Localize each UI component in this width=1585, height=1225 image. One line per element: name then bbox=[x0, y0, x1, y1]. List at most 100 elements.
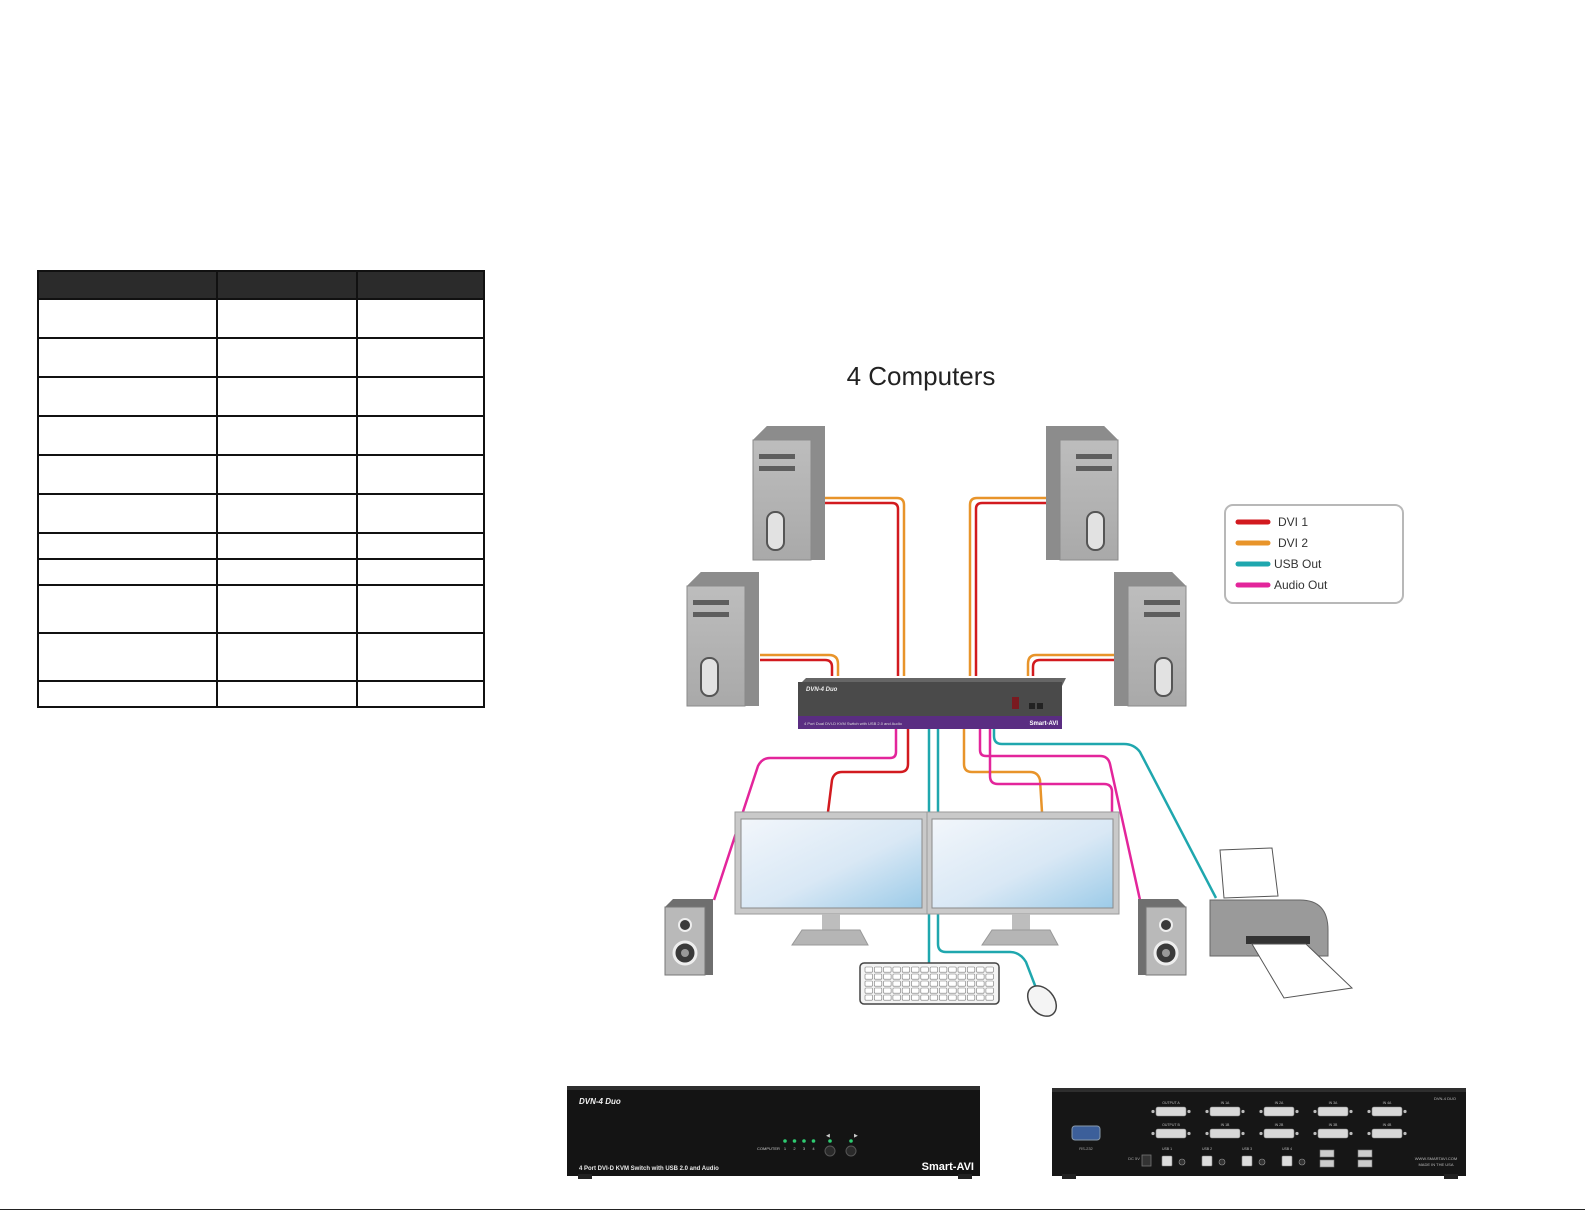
keyboard-key bbox=[958, 981, 966, 986]
keyboard-key bbox=[884, 995, 892, 1000]
usb-a-port-icon bbox=[1358, 1150, 1372, 1157]
keyboard-key bbox=[912, 967, 920, 972]
screw-icon bbox=[1259, 1110, 1262, 1113]
screw-icon bbox=[1259, 1132, 1262, 1135]
legend: DVI 1DVI 2USB OutAudio Out bbox=[1225, 505, 1403, 603]
front-model-label: DVN-4 Duo bbox=[579, 1097, 621, 1106]
dvi2-cable bbox=[964, 728, 1042, 812]
keyboard-key bbox=[874, 988, 882, 993]
keyboard-key bbox=[902, 967, 910, 972]
status-led bbox=[849, 1139, 853, 1143]
keyboard-key bbox=[865, 988, 873, 993]
dvi1-cable bbox=[825, 503, 898, 676]
screw-icon bbox=[1241, 1132, 1244, 1135]
keyboard-key bbox=[986, 981, 994, 986]
keyboard-key bbox=[977, 981, 985, 986]
dvi1-cable bbox=[976, 503, 1049, 676]
port-label: IN 2A bbox=[1275, 1101, 1284, 1105]
usb-a-port-icon bbox=[1358, 1160, 1372, 1167]
screw-icon bbox=[1205, 1132, 1208, 1135]
keyboard-key bbox=[977, 974, 985, 979]
screw-icon bbox=[1187, 1132, 1190, 1135]
screw-icon bbox=[1205, 1110, 1208, 1113]
printer-icon bbox=[1210, 848, 1352, 998]
screw-icon bbox=[1349, 1110, 1352, 1113]
screw-icon bbox=[1295, 1132, 1298, 1135]
dvi-port-icon bbox=[1156, 1129, 1186, 1138]
keyboard-key bbox=[967, 967, 975, 972]
keyboard-key bbox=[930, 974, 938, 979]
dvi2-cable bbox=[1028, 655, 1115, 676]
audio-jack-icon bbox=[1259, 1159, 1265, 1165]
keyboard-key bbox=[893, 967, 901, 972]
keyboard-key bbox=[921, 988, 929, 993]
legend-label: DVI 1 bbox=[1278, 515, 1308, 529]
keyboard-key bbox=[902, 981, 910, 986]
computer-tower-icon bbox=[1046, 426, 1118, 560]
legend-label: USB Out bbox=[1274, 557, 1322, 571]
dvi2-cable bbox=[825, 498, 904, 676]
dvi-port-icon bbox=[1210, 1107, 1240, 1116]
dvi1-cable bbox=[760, 660, 832, 676]
keyboard-key bbox=[986, 974, 994, 979]
next-button bbox=[846, 1146, 856, 1156]
switch-brand: Smart-AVI bbox=[1029, 721, 1058, 727]
computer-tower-icon bbox=[687, 572, 759, 706]
screw-icon bbox=[1313, 1110, 1316, 1113]
keyboard-key bbox=[902, 974, 910, 979]
keyboard-key bbox=[949, 988, 957, 993]
port-label: OUTPUT B bbox=[1162, 1123, 1180, 1127]
usb-b-port-icon bbox=[1202, 1156, 1212, 1166]
keyboard-key bbox=[967, 995, 975, 1000]
keyboard-key bbox=[939, 974, 947, 979]
port-label: IN 3B bbox=[1329, 1123, 1338, 1127]
keyboard-key bbox=[977, 988, 985, 993]
usb-b-port-icon bbox=[1242, 1156, 1252, 1166]
legend-label: DVI 2 bbox=[1278, 536, 1308, 550]
port-label: USB 4 bbox=[1282, 1147, 1292, 1151]
rear-website: WWW.SMARTAVI.COM bbox=[1415, 1156, 1457, 1161]
keyboard-key bbox=[884, 981, 892, 986]
keyboard-key bbox=[884, 967, 892, 972]
keyboard-key bbox=[930, 988, 938, 993]
keyboard-key bbox=[902, 995, 910, 1000]
port-led bbox=[783, 1139, 787, 1143]
keyboard-key bbox=[912, 981, 920, 986]
screw-icon bbox=[1349, 1132, 1352, 1135]
keyboard-key bbox=[939, 981, 947, 986]
port-label: USB 2 bbox=[1202, 1147, 1212, 1151]
port-label: IN 4B bbox=[1383, 1123, 1392, 1127]
keyboard-key bbox=[884, 974, 892, 979]
port-label: IN 2B bbox=[1275, 1123, 1284, 1127]
keyboard-key bbox=[967, 988, 975, 993]
monitor-left bbox=[735, 812, 927, 945]
front-caption: 4 Port DVI-D KVM Switch with USB 2.0 and… bbox=[579, 1166, 719, 1172]
keyboard-key bbox=[921, 967, 929, 972]
port-led bbox=[812, 1139, 816, 1143]
keyboard-key bbox=[986, 967, 994, 972]
dvi-port-icon bbox=[1210, 1129, 1240, 1138]
keyboard-key bbox=[930, 967, 938, 972]
keyboard-key bbox=[912, 995, 920, 1000]
page-bottom-rule bbox=[0, 1209, 1585, 1210]
keyboard-key bbox=[893, 981, 901, 986]
audio-jack-icon bbox=[1219, 1159, 1225, 1165]
rear-made-in: MADE IN THE USA bbox=[1418, 1162, 1453, 1167]
screw-icon bbox=[1313, 1132, 1316, 1135]
usb-a-port-icon bbox=[1320, 1150, 1334, 1157]
dvi2-cable bbox=[970, 498, 1049, 676]
computer-tower-icon bbox=[753, 426, 825, 560]
keyboard-key bbox=[921, 981, 929, 986]
keyboard-key bbox=[874, 995, 882, 1000]
keyboard-key bbox=[874, 974, 882, 979]
keyboard-key bbox=[912, 988, 920, 993]
port-led bbox=[802, 1139, 806, 1143]
next-arrow-icon: ▶ bbox=[854, 1133, 858, 1139]
keyboard-key bbox=[939, 967, 947, 972]
port-label: IN 1A bbox=[1221, 1101, 1230, 1105]
dvi-port-icon bbox=[1318, 1129, 1348, 1138]
speaker-icon bbox=[665, 899, 713, 975]
keyboard-key bbox=[967, 974, 975, 979]
keyboard-key bbox=[986, 988, 994, 993]
